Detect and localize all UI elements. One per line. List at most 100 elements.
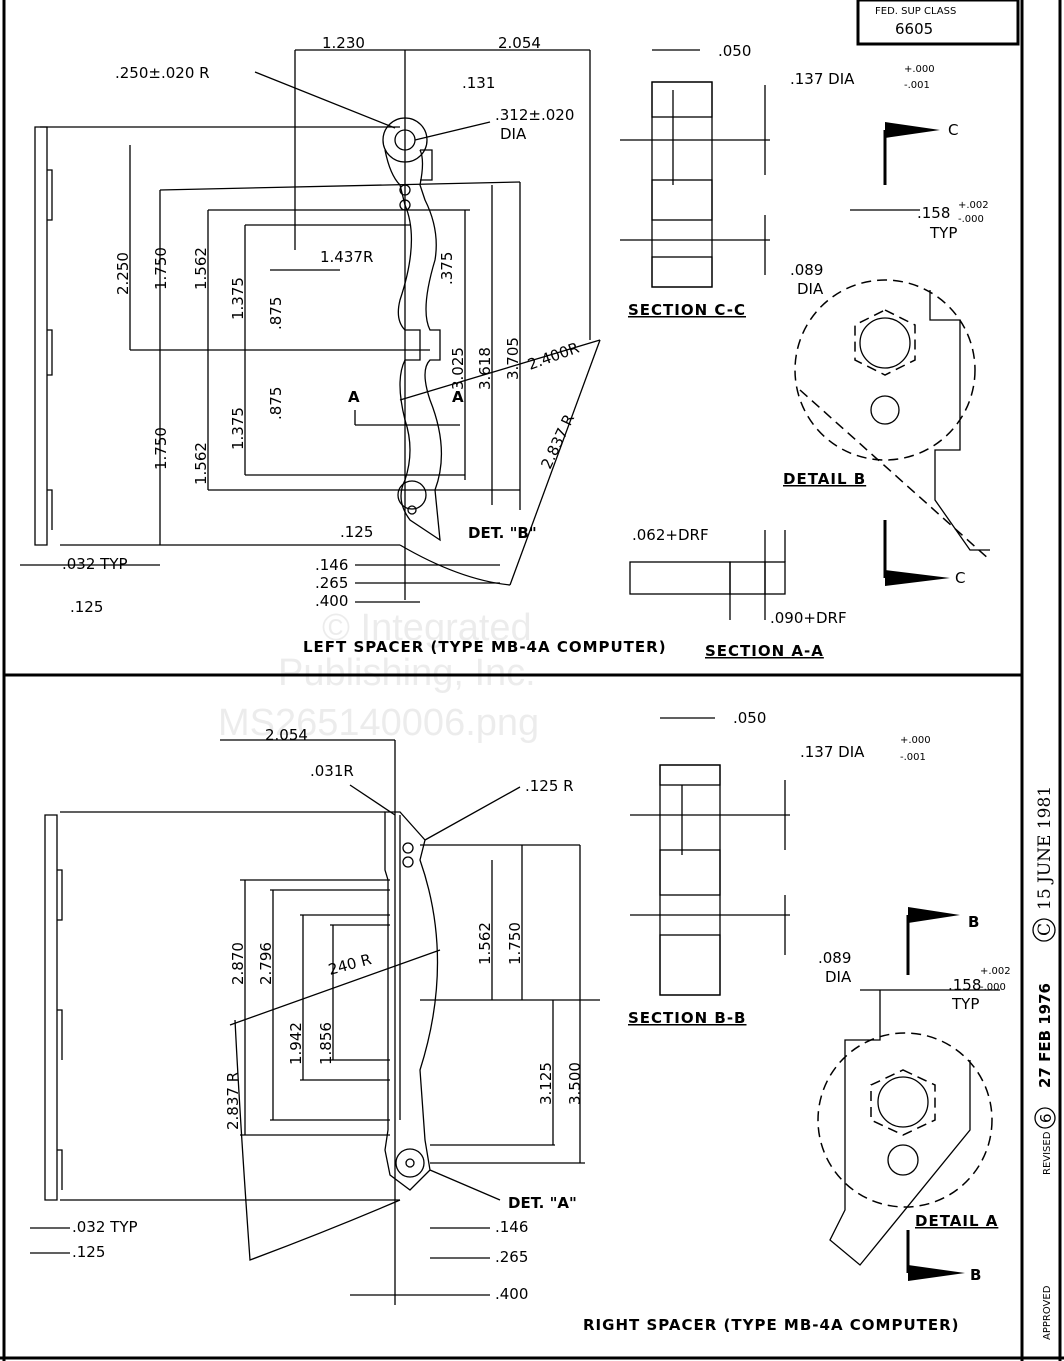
svg-text:2.837 R: 2.837 R	[537, 411, 578, 471]
svg-text:.125: .125	[70, 598, 103, 616]
svg-text:2.250: 2.250	[114, 252, 132, 295]
svg-text:.125: .125	[72, 1243, 105, 1261]
svg-text:.089: .089	[790, 261, 823, 279]
revision-date: 27 FEB 1976	[1036, 983, 1054, 1088]
svg-text:.062+DRF: .062+DRF	[632, 526, 709, 544]
detail-a: B B .158 +.002 -.000 TYP DETAIL A	[817, 907, 1011, 1284]
svg-text:.375: .375	[438, 252, 456, 285]
svg-text:.137 DIA: .137 DIA	[790, 70, 855, 88]
svg-text:1.750: 1.750	[152, 427, 170, 470]
left-spacer-title: LEFT SPACER (TYPE MB-4A COMPUTER)	[303, 638, 667, 656]
svg-text:.158: .158	[917, 204, 950, 222]
detail-a-title: DETAIL A	[915, 1212, 998, 1230]
svg-text:C: C	[948, 121, 958, 139]
svg-text:1.375: 1.375	[229, 277, 247, 320]
section-a-a-title: SECTION A-A	[705, 642, 824, 660]
svg-text:DET. "B": DET. "B"	[468, 524, 537, 542]
margin-revision-strip: APPROVED REVISED 6 27 FEB 1976 C 15 JUNE…	[1032, 786, 1056, 1340]
svg-text:.312±.020: .312±.020	[495, 106, 574, 124]
svg-text:.400: .400	[315, 592, 348, 610]
left-spacer-dimension-lines	[20, 49, 601, 603]
svg-text:A: A	[348, 388, 360, 406]
svg-text:B: B	[970, 1266, 981, 1284]
svg-text:1.942: 1.942	[287, 1022, 305, 1065]
title-block-value: 6605	[895, 20, 933, 38]
svg-text:C: C	[955, 569, 965, 587]
copyright-symbol: C	[1035, 923, 1055, 936]
svg-text:.125: .125	[340, 523, 373, 541]
svg-text:DIA: DIA	[825, 968, 852, 986]
svg-text:.400: .400	[495, 1285, 528, 1303]
svg-text:1.750: 1.750	[152, 247, 170, 290]
svg-text:MS265140006.png: MS265140006.png	[218, 702, 539, 744]
svg-text:.050: .050	[733, 709, 766, 727]
svg-text:+.000: +.000	[904, 64, 935, 75]
svg-text:.265: .265	[315, 574, 348, 592]
copyright-circle	[1032, 918, 1056, 942]
svg-text:+.000: +.000	[900, 735, 931, 746]
svg-text:.265: .265	[495, 1248, 528, 1266]
svg-text:2.400R: 2.400R	[525, 339, 581, 374]
svg-text:-.001: -.001	[904, 80, 930, 91]
svg-text:1.562: 1.562	[192, 247, 210, 290]
right-spacer-part	[384, 811, 439, 1191]
svg-text:B: B	[968, 913, 979, 931]
svg-text:TYP: TYP	[951, 995, 979, 1013]
svg-text:1.562: 1.562	[192, 442, 210, 485]
svg-text:2.837 R: 2.837 R	[224, 1072, 242, 1130]
svg-text:.089: .089	[818, 949, 851, 967]
right-spacer-dimension-lines	[30, 739, 600, 1305]
svg-text:.090+DRF: .090+DRF	[770, 609, 847, 627]
svg-text:2.054: 2.054	[265, 726, 308, 744]
svg-text:.146: .146	[315, 556, 348, 574]
svg-text:.032 TYP: .032 TYP	[62, 555, 128, 573]
svg-text:DET. "A": DET. "A"	[508, 1194, 577, 1212]
section-a-a: .062+DRF .090+DRF SECTION A-A	[629, 526, 847, 660]
svg-text:3.705: 3.705	[504, 337, 522, 380]
section-c-c: .050 .137 DIA +.000 -.001 .089 DIA SECTI…	[620, 42, 935, 319]
svg-text:+.002: +.002	[980, 966, 1011, 977]
right-spacer-dimensions: 2.054 .031R .125 R 2.870 2.796 240 R 1.9…	[72, 726, 584, 1303]
title-block-label: FED. SUP CLASS	[875, 6, 956, 17]
svg-text:.050: .050	[718, 42, 751, 60]
right-spacer-side-view	[44, 814, 63, 1201]
section-c-c-title: SECTION C-C	[628, 301, 746, 319]
svg-text:© Integrated: © Integrated	[322, 607, 532, 649]
svg-text:1.856: 1.856	[317, 1022, 335, 1065]
svg-text:.125 R: .125 R	[525, 777, 574, 795]
svg-text:.158: .158	[948, 976, 981, 994]
svg-text:2.054: 2.054	[498, 34, 541, 52]
svg-text:3.618: 3.618	[476, 347, 494, 390]
svg-text:-.000: -.000	[958, 214, 984, 225]
svg-text:1.437R: 1.437R	[320, 248, 373, 266]
svg-text:.146: .146	[495, 1218, 528, 1236]
svg-text:-.000: -.000	[980, 982, 1006, 993]
svg-text:.032 TYP: .032 TYP	[72, 1218, 138, 1236]
detail-b-title: DETAIL B	[783, 470, 866, 488]
svg-text:DIA: DIA	[500, 125, 527, 143]
title-block: FED. SUP CLASS 6605	[856, 0, 1020, 46]
detail-b: C C .158 +.002 -.000 TYP DETAIL B	[783, 121, 991, 587]
watermark: © Integrated Publishing, Inc. MS26514000…	[218, 607, 539, 744]
left-spacer-side-view	[34, 126, 53, 546]
svg-text:DIA: DIA	[797, 280, 824, 298]
svg-text:1.375: 1.375	[229, 407, 247, 450]
revision-number: 6	[1037, 1113, 1055, 1123]
svg-text:.875: .875	[267, 387, 285, 420]
svg-text:-.001: -.001	[900, 752, 926, 763]
svg-text:.131: .131	[462, 74, 495, 92]
left-spacer-dimensions: 1.230 2.054 .250±.020 R .131 .312±.020 D…	[62, 34, 582, 616]
svg-text:1.562: 1.562	[476, 922, 494, 965]
svg-text:TYP: TYP	[929, 224, 957, 242]
svg-text:A: A	[452, 388, 464, 406]
revised-label: REVISED	[1042, 1131, 1053, 1175]
copyright-date: 15 JUNE 1981	[1035, 786, 1055, 910]
approved-label: APPROVED	[1042, 1285, 1053, 1340]
right-spacer-title: RIGHT SPACER (TYPE MB-4A COMPUTER)	[583, 1316, 960, 1334]
section-b-b-title: SECTION B-B	[628, 1009, 747, 1027]
svg-text:2.870: 2.870	[229, 942, 247, 985]
section-b-b: .050 .137 DIA +.000 -.001 .089 DIA SECTI…	[628, 709, 931, 1027]
